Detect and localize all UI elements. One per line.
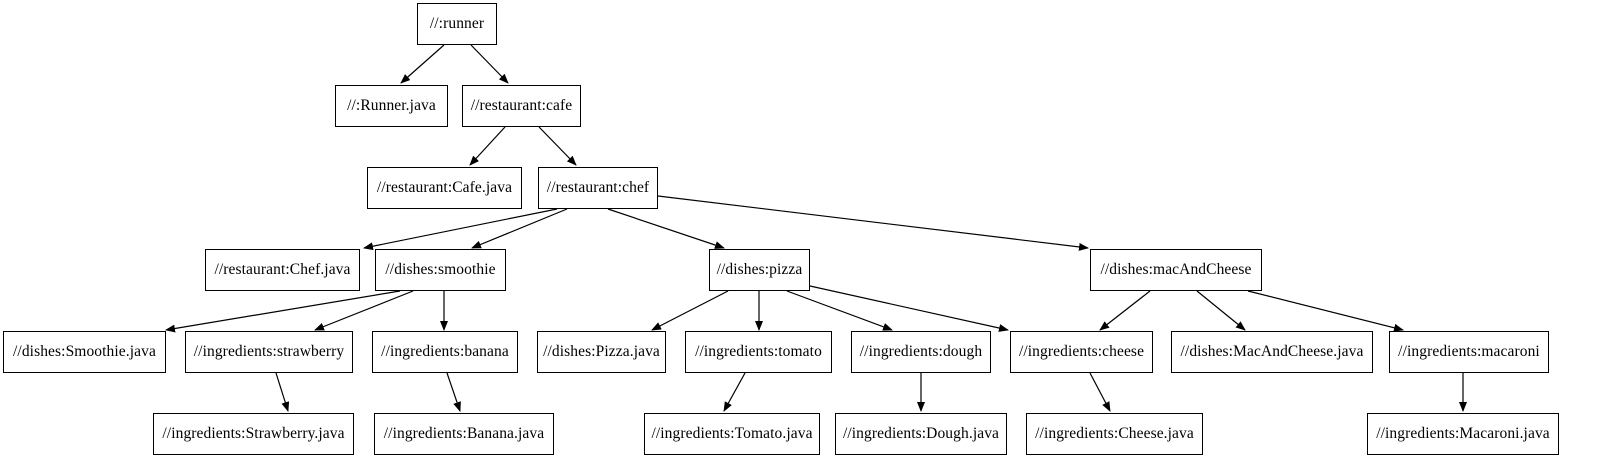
graph-node-smoothie[interactable]: //dishes:smoothie xyxy=(375,249,506,291)
graph-node-pizza[interactable]: //dishes:pizza xyxy=(709,249,810,291)
graph-node-label: //ingredients:macaroni xyxy=(1398,343,1540,361)
graph-node-smoothie_java[interactable]: //dishes:Smoothie.java xyxy=(3,331,166,373)
graph-node-macaroni_java[interactable]: //ingredients:Macaroni.java xyxy=(1367,413,1559,455)
graph-node-cafe[interactable]: //restaurant:cafe xyxy=(462,85,581,127)
graph-node-cheese_java[interactable]: //ingredients:Cheese.java xyxy=(1026,413,1203,455)
graph-node-dough[interactable]: //ingredients:dough xyxy=(851,331,991,373)
graph-node-label: //restaurant:Chef.java xyxy=(214,261,351,279)
graph-node-label: //ingredients:Macaroni.java xyxy=(1376,425,1550,443)
graph-node-label: //ingredients:Strawberry.java xyxy=(162,425,345,443)
graph-node-label: //ingredients:Cheese.java xyxy=(1035,425,1194,443)
graph-node-macAndCheese[interactable]: //dishes:macAndCheese xyxy=(1090,249,1262,291)
graph-node-label: //dishes:Smoothie.java xyxy=(13,343,156,361)
graph-node-banana[interactable]: //ingredients:banana xyxy=(372,331,518,373)
graph-node-label: //:Runner.java xyxy=(347,97,436,115)
graph-node-banana_java[interactable]: //ingredients:Banana.java xyxy=(374,413,554,455)
graph-node-label: //ingredients:Banana.java xyxy=(383,425,545,443)
graph-node-pizza_java[interactable]: //dishes:Pizza.java xyxy=(537,331,666,373)
graph-node-runner[interactable]: //:runner xyxy=(417,3,497,45)
graph-node-cheese[interactable]: //ingredients:cheese xyxy=(1010,331,1153,373)
graph-node-label: //ingredients:cheese xyxy=(1018,343,1145,361)
graph-node-runner_java[interactable]: //:Runner.java xyxy=(335,85,448,127)
graph-node-tomato_java[interactable]: //ingredients:Tomato.java xyxy=(644,413,820,455)
graph-node-label: //ingredients:Dough.java xyxy=(842,425,1000,443)
graph-node-label: //ingredients:strawberry xyxy=(193,343,345,361)
graph-node-label: //ingredients:banana xyxy=(381,343,509,361)
graph-node-cafe_java[interactable]: //restaurant:Cafe.java xyxy=(367,167,522,209)
graph-node-dough_java[interactable]: //ingredients:Dough.java xyxy=(835,413,1007,455)
graph-node-label: //dishes:MacAndCheese.java xyxy=(1180,343,1364,361)
graph-node-label: //:runner xyxy=(429,15,485,33)
graph-node-label: //ingredients:tomato xyxy=(695,343,822,361)
graph-node-macandcheese_java[interactable]: //dishes:MacAndCheese.java xyxy=(1171,331,1373,373)
graph-node-label: //restaurant:Cafe.java xyxy=(376,179,513,197)
graph-node-label: //dishes:Pizza.java xyxy=(543,343,660,361)
graph-node-label: //restaurant:chef xyxy=(546,179,650,197)
graph-node-chef_java[interactable]: //restaurant:Chef.java xyxy=(205,249,360,291)
graph-node-label: //restaurant:cafe xyxy=(470,97,573,115)
graph-node-label: //dishes:macAndCheese xyxy=(1100,261,1252,279)
graph-node-label: //dishes:smoothie xyxy=(385,261,496,279)
graph-node-label: //ingredients:Tomato.java xyxy=(651,425,813,443)
graph-node-macaroni[interactable]: //ingredients:macaroni xyxy=(1389,331,1549,373)
graph-node-label: //dishes:pizza xyxy=(716,261,803,279)
graph-node-label: //ingredients:dough xyxy=(859,343,983,361)
graph-node-strawberry[interactable]: //ingredients:strawberry xyxy=(185,331,353,373)
graph-node-tomato[interactable]: //ingredients:tomato xyxy=(685,331,832,373)
graph-node-strawberry_java[interactable]: //ingredients:Strawberry.java xyxy=(153,413,354,455)
graph-node-chef[interactable]: //restaurant:chef xyxy=(538,167,658,209)
